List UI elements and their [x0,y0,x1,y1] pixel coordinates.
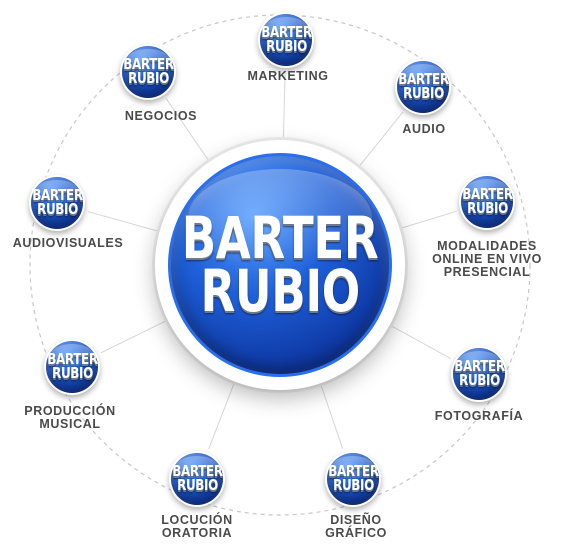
service-label-line: PRESENCIAL [443,265,531,280]
service-logo-line1: BARTER [122,55,174,74]
central-logo: BARTER RUBIO [155,140,405,390]
service-label-line: MUSICAL [39,417,101,432]
service-label-line: LOCUCIÓN [161,513,233,527]
service-label-line: GRÁFICO [325,526,387,541]
service-logo-line1: BARTER [453,357,505,376]
service-logo-line1: BARTER [260,23,312,42]
connector-modalidades [402,210,457,229]
service-label-audio: AUDIO [384,122,464,136]
service-label-line: FOTOGRAFÍA [434,409,524,423]
connector-audio [359,111,404,166]
service-logo-line1: BARTER [31,186,83,205]
service-logo-line2: RUBIO [51,364,93,382]
central-logo-badge: BARTER RUBIO [168,153,392,377]
service-label-marketing: MARKETING [233,69,343,83]
service-label-line: DISEÑO [330,513,382,527]
service-logo-line2: RUBIO [402,84,444,102]
service-logo-line2: RUBIO [127,69,169,87]
connector-locucion [208,384,235,450]
service-logo-line2: RUBIO [36,200,78,218]
connector-negocios [165,98,209,160]
service-label-negocios: NEGOCIOS [111,109,211,123]
connector-produccion [100,320,166,354]
service-label-line: ONLINE EN VIVO [432,252,542,267]
service-label-line: MARKETING [247,69,329,83]
service-label-fotografia: FOTOGRAFÍA [419,409,539,423]
central-logo-line2: RUBIO [200,257,360,325]
service-logo-line2: RUBIO [458,371,500,389]
service-label-line: AUDIOVISUALES [12,236,124,250]
connector-marketing [282,71,286,138]
connector-fotografia [392,326,452,360]
service-label-audiovisuales: AUDIOVISUALES [3,236,133,250]
connector-audiovisuales [87,211,157,232]
service-logo-line2: RUBIO [332,476,374,494]
central-logo-line1: BARTER [181,203,379,272]
service-label-line: ORATORIA [161,526,233,541]
service-label-line: NEGOCIOS [124,109,198,123]
service-label-line: MODALIDADES [437,239,537,253]
service-logo-line2: RUBIO [466,199,508,217]
service-label-line: AUDIO [402,122,446,136]
service-logo-line1: BARTER [46,350,98,369]
service-logo-line1: BARTER [397,70,449,89]
service-logo-line1: BARTER [171,462,223,481]
service-logo-line1: BARTER [461,185,513,204]
service-logo-line1: BARTER [327,462,379,481]
connector-diseno [320,385,344,449]
service-logo-line2: RUBIO [176,476,218,494]
service-logo-line2: RUBIO [265,37,307,55]
service-label-line: PRODUCCIÓN [24,404,116,418]
